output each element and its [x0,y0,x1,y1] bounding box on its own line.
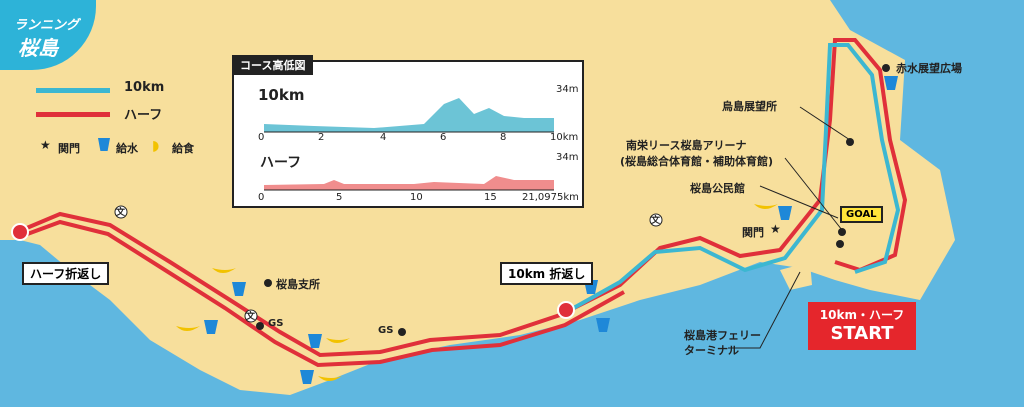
elevation-ten-km-max: 34m [556,84,579,95]
start-line1: 10km・ハーフ [819,308,905,322]
school-symbols [114,205,663,323]
school-symbol: 文 [246,312,256,322]
legend-ten-km-label: 10km [124,80,165,95]
place-akamizu: 赤水展望広場 [896,62,962,75]
school-symbol: 文 [651,216,661,226]
place-arena-line1: 南栄リース桜島アリーナ [626,139,747,152]
ten-km-tick: 6 [440,132,447,143]
place-ferry-line2: ターミナル [684,344,739,357]
ten-km-tick: 10km [550,132,579,143]
ten-km-tick: 2 [318,132,325,143]
ten-km-tick: 8 [500,132,507,143]
legend-food-label: 給食 [172,142,194,155]
water-cup-icon [98,138,110,151]
legend-ten-km-line [36,88,110,93]
place-gs1: GS [268,318,284,329]
start-line2: START [830,323,894,344]
goal-marker: GOAL [840,206,883,223]
akamizu-dot [882,64,890,72]
half-tick: 21,0975km [522,192,579,203]
school-symbol: 文 [116,208,126,218]
place-karasujima: 烏島展望所 [722,100,777,113]
arena-dot [838,228,846,236]
islet [780,262,812,290]
half-tick: 10 [410,192,423,203]
legend-water-label: 給水 [116,142,138,155]
kominkan-dot [836,240,844,248]
half-profile [264,176,554,190]
place-kominkan: 桜島公民館 [690,182,745,195]
half-course-return [21,219,625,368]
leader-lines [728,106,851,349]
water-station-icons [204,76,898,384]
gate-star-icon: ★ [770,222,781,236]
logo-line2: 桜島 [18,36,58,60]
elevation-chart [264,98,554,191]
half-turnaround-marker [11,223,29,241]
place-ferry-line1: 桜島港フェリー [684,329,761,342]
logo-line1: ランニング [14,18,80,33]
half-tick: 15 [484,192,497,203]
half-tick: 0 [258,192,265,203]
legend-half-line [36,112,110,117]
elevation-half-max: 34m [556,152,579,163]
shisho-dot [264,279,272,287]
ten-km-tick: 4 [380,132,387,143]
place-gate: 関門 [742,226,764,239]
place-arena-line2: (桜島総合体育館・補助体育館) [620,155,774,168]
ten-km-tick: 0 [258,132,265,143]
legend-half-label: ハーフ [124,108,163,123]
banana-icon: ◗ [152,138,160,154]
half-tick: 5 [336,192,343,203]
elevation-half-label: ハーフ [260,155,302,171]
gs2-dot [398,328,406,336]
start-marker: 10km・ハーフ START [808,302,916,350]
half-turnaround-label: ハーフ折返し [22,262,110,285]
ten-km-turnaround-marker [557,301,575,319]
karasujima-dot [846,138,854,146]
elevation-title: コース高低図 [232,55,314,75]
food-station-icons [176,204,778,381]
elevation-panel [232,60,584,208]
ten-km-turnaround-label: 10km 折返し [500,262,594,285]
half-course [21,38,908,358]
elevation-ten-km-label: 10km [258,86,305,104]
legend-gate-label: 関門 [58,142,80,155]
place-gs2: GS [378,325,394,336]
ten-km-course [569,43,901,312]
star-icon: ★ [40,138,51,152]
gs1-dot [256,322,264,330]
place-shisho: 桜島支所 [276,278,320,291]
ten-km-profile [264,98,554,132]
